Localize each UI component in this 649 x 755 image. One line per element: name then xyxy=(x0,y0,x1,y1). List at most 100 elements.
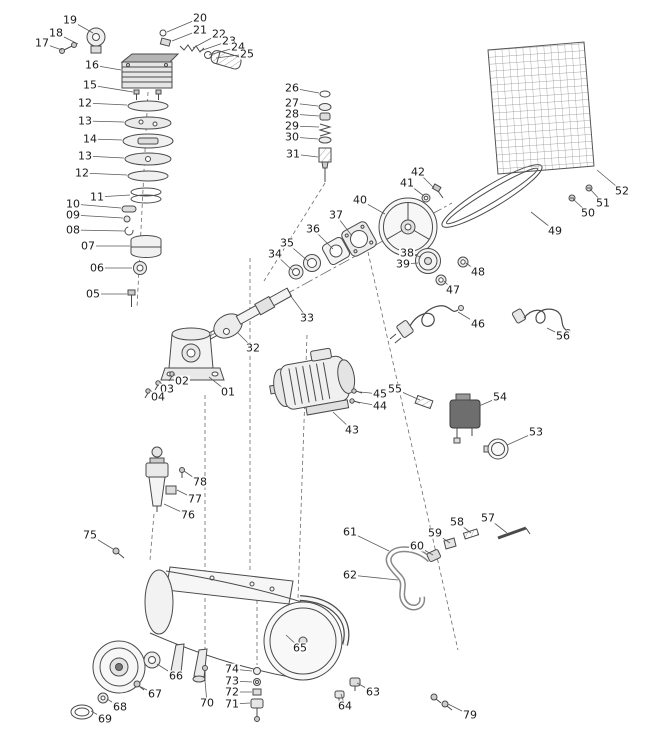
washers xyxy=(435,256,469,286)
part-label-03: 03 xyxy=(159,382,175,396)
part-label-59: 59 xyxy=(427,526,443,540)
part-label-01: 01 xyxy=(220,385,236,399)
part-label-37: 37 xyxy=(328,208,344,222)
part-label-47: 47 xyxy=(445,283,461,297)
part-label-60: 60 xyxy=(409,539,425,553)
part-label-07: 07 xyxy=(80,239,96,253)
part-label-12: 12 xyxy=(77,96,93,110)
part-label-08: 08 xyxy=(65,223,81,237)
part-label-13: 13 xyxy=(77,149,93,163)
part-label-23: 23 xyxy=(221,34,237,48)
pressure-gauge xyxy=(483,438,509,460)
head-bolts xyxy=(133,89,162,100)
part-label-77: 77 xyxy=(187,492,203,506)
part-label-20: 20 xyxy=(192,11,208,25)
flywheel xyxy=(378,197,438,257)
part-label-19: 19 xyxy=(62,13,78,27)
part-label-67: 67 xyxy=(147,687,163,701)
part-label-30: 30 xyxy=(284,130,300,144)
part-label-73: 73 xyxy=(224,674,240,688)
regulator-bolt xyxy=(179,467,185,478)
part-label-24: 24 xyxy=(230,40,246,54)
part-label-50: 50 xyxy=(580,206,596,220)
part-label-52: 52 xyxy=(614,184,630,198)
part-label-78: 78 xyxy=(192,475,208,489)
bearing-and-seal-set xyxy=(288,221,377,280)
part-label-42: 42 xyxy=(410,165,426,179)
part-label-26: 26 xyxy=(284,81,300,95)
part-label-66: 66 xyxy=(168,669,184,683)
mount-bolt xyxy=(112,547,125,559)
part-label-14: 14 xyxy=(82,132,98,146)
part-label-22: 22 xyxy=(211,27,227,41)
part-label-79: 79 xyxy=(462,708,478,722)
part-label-33: 33 xyxy=(299,311,315,325)
part-label-58: 58 xyxy=(449,515,465,529)
tank-screws xyxy=(430,693,453,711)
part-label-55: 55 xyxy=(387,382,403,396)
part-label-63: 63 xyxy=(365,685,381,699)
part-label-06: 06 xyxy=(89,261,105,275)
part-label-53: 53 xyxy=(528,425,544,439)
belt-guard-mesh xyxy=(487,41,595,175)
part-label-43: 43 xyxy=(344,423,360,437)
part-label-04: 04 xyxy=(150,390,166,404)
leader-line-62 xyxy=(349,574,399,581)
leader-line-09 xyxy=(72,214,124,219)
part-label-74: 74 xyxy=(224,662,240,676)
part-label-68: 68 xyxy=(112,700,128,714)
pressure-switch xyxy=(449,393,481,444)
part-label-64: 64 xyxy=(337,699,353,713)
part-label-65: 65 xyxy=(292,641,308,655)
part-label-70: 70 xyxy=(199,696,215,710)
pipe-nipple xyxy=(414,394,434,410)
part-label-46: 46 xyxy=(470,317,486,331)
part-label-51: 51 xyxy=(595,196,611,210)
part-label-39: 39 xyxy=(395,257,411,271)
crankcase-bolts xyxy=(144,371,175,399)
switch-cable xyxy=(511,308,571,335)
part-label-72: 72 xyxy=(224,685,240,699)
part-label-18: 18 xyxy=(48,26,64,40)
leader-line-08 xyxy=(72,229,126,232)
part-label-31: 31 xyxy=(285,147,301,161)
part-label-12: 12 xyxy=(74,166,90,180)
piston-assembly xyxy=(121,187,162,307)
part-label-25: 25 xyxy=(239,47,255,61)
part-label-48: 48 xyxy=(470,265,486,279)
part-label-69: 69 xyxy=(97,712,113,726)
part-label-13: 13 xyxy=(77,114,93,128)
leader-line-10 xyxy=(72,203,122,209)
part-label-02: 02 xyxy=(174,374,190,388)
part-label-28: 28 xyxy=(284,107,300,121)
part-label-36: 36 xyxy=(305,222,321,236)
part-label-61: 61 xyxy=(342,525,358,539)
part-label-49: 49 xyxy=(547,224,563,238)
part-label-34: 34 xyxy=(267,247,283,261)
wheel-assembly xyxy=(70,640,161,720)
part-label-45: 45 xyxy=(372,387,388,401)
part-label-09: 09 xyxy=(65,208,81,222)
part-label-62: 62 xyxy=(342,568,358,582)
part-label-29: 29 xyxy=(284,119,300,133)
electric-motor xyxy=(269,347,356,416)
valve-fitting-stack xyxy=(318,90,332,182)
part-label-76: 76 xyxy=(180,508,196,522)
part-label-41: 41 xyxy=(399,176,415,190)
part-label-21: 21 xyxy=(192,23,208,37)
part-label-17: 17 xyxy=(34,36,50,50)
filter-regulator xyxy=(145,446,177,512)
part-label-16: 16 xyxy=(84,58,100,72)
part-label-71: 71 xyxy=(224,697,240,711)
valve-plate-stack xyxy=(122,100,174,182)
part-label-27: 27 xyxy=(284,96,300,110)
part-label-15: 15 xyxy=(82,78,98,92)
discharge-hose xyxy=(385,546,433,611)
part-label-35: 35 xyxy=(279,236,295,250)
flywheel-bolt-set xyxy=(421,183,444,203)
part-label-75: 75 xyxy=(82,528,98,542)
air-tank xyxy=(144,566,350,683)
crankshaft xyxy=(203,287,293,342)
part-label-38: 38 xyxy=(399,246,415,260)
